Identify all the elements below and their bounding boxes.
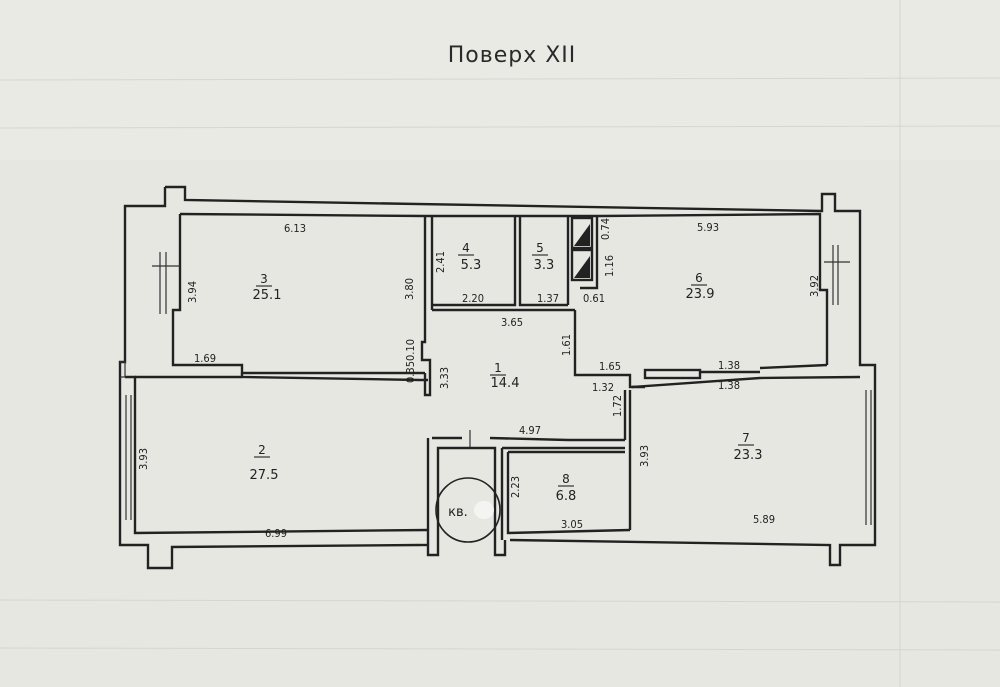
- room-6-area: 23.9: [686, 287, 715, 302]
- dim-room6-left: 1.61: [560, 334, 573, 356]
- room-6-number: 6: [695, 271, 703, 285]
- vent-fill-upper: [574, 224, 590, 246]
- room-8-area: 6.8: [556, 489, 577, 504]
- dim-room6-width: 5.93: [697, 221, 719, 234]
- dim-corridor-bottom: 4.97: [519, 424, 541, 437]
- apartment-label: кв.: [448, 505, 468, 520]
- room-8-number: 8: [562, 472, 570, 486]
- room-4-number: 4: [462, 241, 470, 255]
- room-7-area: 23.3: [734, 448, 763, 463]
- dim-corridor-1-72: 1.72: [611, 395, 624, 417]
- dim-corridor-left: 3.33: [438, 367, 451, 389]
- dim-corridor-top: 3.65: [501, 316, 523, 329]
- dimension-labels: 6.13 3.94 3.80 1.69 0.10 0.35 2.41 2.20 …: [137, 218, 821, 540]
- windows: [125, 245, 872, 525]
- redacted-apartment-number: [474, 501, 494, 519]
- dim-room3-left: 3.94: [186, 281, 199, 303]
- dim-room2-left: 3.93: [137, 448, 150, 470]
- vent-fill-lower: [574, 256, 590, 278]
- dim-room8-height: 2.23: [509, 476, 522, 498]
- dim-room6-bottom-right: 1.38: [718, 359, 740, 372]
- dim-room6-right: 3.92: [808, 275, 821, 297]
- room-5-number: 5: [536, 241, 544, 255]
- room-1-area: 14.4: [491, 376, 520, 391]
- room-3-number: 3: [260, 272, 268, 286]
- dim-room3-right: 3.80: [403, 278, 416, 300]
- wall-segment: [643, 368, 702, 380]
- room-labels: 1 14.4 2 27.5 3 25.1 4 5.3 5 3.3 6 23.9 …: [250, 241, 763, 504]
- dim-room7-left: 3.93: [638, 445, 651, 467]
- dim-corridor-1-32: 1.32: [592, 381, 614, 394]
- interior-walls: [240, 216, 861, 557]
- apartment-marker-circle: [435, 477, 501, 543]
- dim-vent-1-16: 1.16: [603, 255, 616, 277]
- dim-vent-0-61: 0.61: [583, 292, 605, 305]
- dim-wall-0-35: 0.35: [404, 361, 417, 383]
- room-2-number: 2: [258, 443, 266, 457]
- vent-shaft-lower: [570, 248, 594, 282]
- dim-room7-bottom: 5.89: [753, 513, 775, 526]
- room-4-area: 5.3: [461, 258, 482, 273]
- dim-room6-bottom-left: 1.65: [599, 360, 621, 373]
- dim-room3-bottom: 1.69: [194, 352, 216, 365]
- dim-vent-0-74: 0.74: [599, 218, 612, 240]
- dim-room8-width: 3.05: [561, 518, 583, 531]
- dim-room7-top: 1.38: [718, 379, 740, 392]
- dim-room3-width: 6.13: [284, 222, 306, 235]
- dim-room4-width: 2.20: [462, 292, 484, 305]
- room-1-number: 1: [494, 361, 502, 375]
- dim-room5-width: 1.37: [537, 292, 559, 305]
- room-2-area: 27.5: [250, 468, 279, 483]
- dim-wall-0-10: 0.10: [404, 339, 417, 361]
- room-7-number: 7: [742, 431, 750, 445]
- floor-title: Поверх XII: [448, 43, 577, 68]
- room-3-area: 25.1: [253, 288, 282, 303]
- vent-shaft-upper: [570, 216, 594, 250]
- room-5-area: 3.3: [534, 258, 555, 273]
- dim-room4-height: 2.41: [434, 251, 447, 273]
- dim-room2-bottom: 6.99: [265, 527, 287, 540]
